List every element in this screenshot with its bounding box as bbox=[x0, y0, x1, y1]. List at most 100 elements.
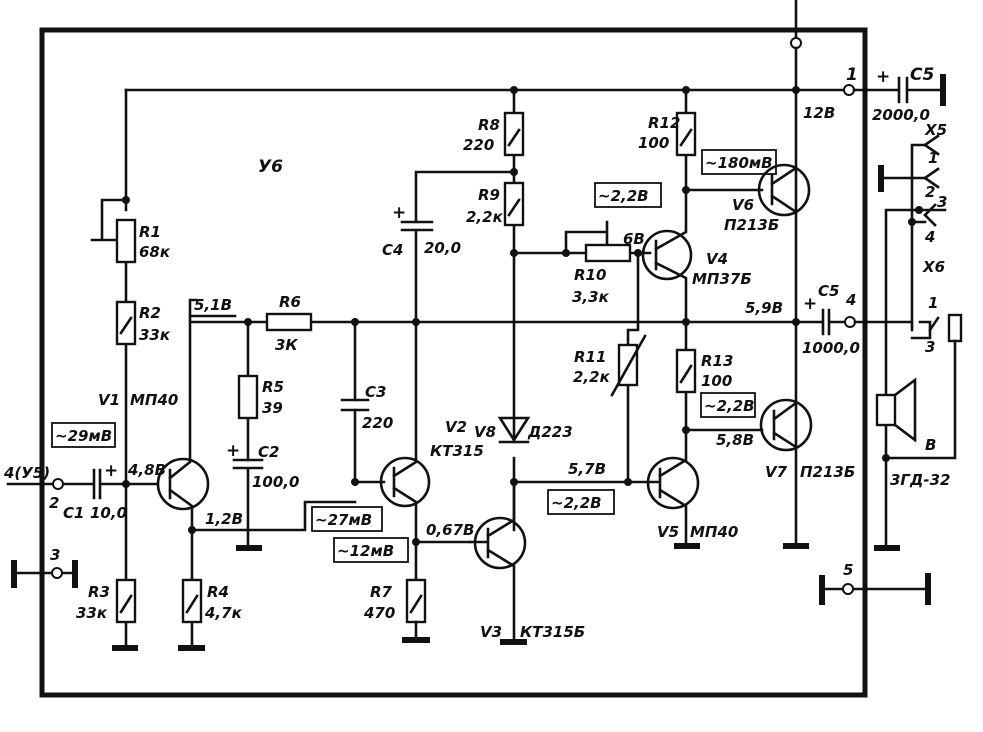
board-frame bbox=[39, 27, 868, 698]
resistor-r4[interactable] bbox=[181, 578, 203, 624]
c1-plates bbox=[92, 468, 102, 500]
diode-v8[interactable] bbox=[497, 416, 531, 444]
v2-base-signal: ~27мВ bbox=[315, 511, 372, 529]
v2-emitter-signal-box bbox=[333, 537, 409, 563]
r12-value: 100 bbox=[638, 134, 669, 152]
v1-signal: ~29мВ bbox=[55, 427, 112, 445]
c3-value: 220 bbox=[362, 414, 393, 432]
c4-value: 20,0 bbox=[424, 239, 461, 257]
c5-1000-plus: + bbox=[803, 294, 817, 314]
x5-label: Х5 bbox=[924, 121, 947, 139]
input-terminal[interactable] bbox=[52, 478, 64, 490]
supply-terminal[interactable] bbox=[790, 37, 802, 49]
r4-value: 4,7к bbox=[204, 604, 243, 622]
r7-ref: R7 bbox=[370, 583, 393, 601]
supply-voltage: 12В bbox=[803, 104, 835, 122]
x5-pin-2: 2 bbox=[925, 183, 935, 201]
r7-mark bbox=[409, 594, 423, 614]
c4-plus: + bbox=[392, 203, 406, 223]
r13-value: 100 bbox=[701, 372, 732, 390]
v8-ref: V8 bbox=[474, 423, 496, 441]
resistor-r2[interactable] bbox=[115, 300, 137, 346]
pin-1-terminal[interactable] bbox=[843, 84, 855, 96]
v5-signal: ~2,2В bbox=[551, 494, 602, 512]
speaker-cone bbox=[893, 377, 917, 443]
gnd-terminal[interactable] bbox=[51, 567, 63, 579]
r1-value: 68к bbox=[139, 243, 171, 261]
v2-leads bbox=[392, 320, 418, 582]
v1-type: МП40 bbox=[130, 391, 178, 409]
output-voltage: 5,9В bbox=[745, 299, 783, 317]
node bbox=[908, 218, 916, 226]
r6-value: 3К bbox=[275, 336, 298, 354]
r4-ref: R4 bbox=[207, 583, 229, 601]
node bbox=[682, 86, 690, 94]
v2-emitter-signal: ~12мВ bbox=[337, 542, 394, 560]
v3-type: КТ315Б bbox=[520, 623, 585, 641]
r9-mark bbox=[507, 198, 521, 217]
x6-plug[interactable] bbox=[947, 313, 963, 343]
resistor-r3[interactable] bbox=[115, 578, 137, 624]
r3-value: 33к bbox=[76, 604, 108, 622]
r9-ref: R9 bbox=[478, 186, 500, 204]
resistor-r7[interactable] bbox=[405, 578, 427, 624]
c4-ref: C4 bbox=[382, 241, 403, 259]
r1-ref: R1 bbox=[139, 223, 161, 241]
transistor-v1[interactable] bbox=[156, 457, 210, 511]
r5-value: 39 bbox=[262, 399, 283, 417]
wire bbox=[884, 339, 957, 460]
x5-pin-1: 1 bbox=[928, 149, 938, 167]
c5-2000-value: 2000,0 bbox=[872, 106, 930, 124]
r8-ref: R8 bbox=[478, 116, 500, 134]
speaker[interactable] bbox=[875, 393, 897, 427]
c1-plus: + bbox=[104, 461, 118, 481]
r2-value: 33к bbox=[139, 326, 171, 344]
transistor-v6[interactable] bbox=[757, 163, 811, 217]
pin-5-terminal[interactable] bbox=[842, 583, 854, 595]
v2-base-signal-box bbox=[311, 506, 383, 532]
v4-signal: ~2,2В bbox=[598, 187, 649, 205]
v8-type: Д223 bbox=[527, 423, 573, 441]
block-label: У6 bbox=[258, 157, 283, 177]
pin-5-label: 5 bbox=[843, 561, 853, 579]
c2-plus: + bbox=[226, 441, 240, 461]
x6-pin-1: 1 bbox=[928, 294, 938, 312]
resistor-r9[interactable] bbox=[503, 181, 525, 227]
node bbox=[351, 478, 359, 486]
transistor-v7[interactable] bbox=[759, 398, 813, 452]
v7-ref: V7 bbox=[765, 463, 788, 481]
v6-leads bbox=[770, 166, 798, 214]
c2-ref: C2 bbox=[258, 443, 279, 461]
r2-node-voltage: 5,1В bbox=[194, 296, 232, 314]
r8-mark bbox=[507, 128, 521, 147]
input-label: 4(У5) bbox=[3, 464, 50, 482]
v7-type: П213Б bbox=[800, 463, 855, 481]
resistor-r5[interactable] bbox=[237, 374, 259, 420]
resistor-r10[interactable] bbox=[584, 243, 632, 263]
c5-2000-ref: C5 bbox=[910, 65, 934, 85]
v7-signal-box bbox=[700, 392, 756, 418]
resistor-r13[interactable] bbox=[675, 348, 697, 394]
transistor-v2[interactable] bbox=[379, 456, 431, 508]
r1-wiper bbox=[90, 198, 128, 242]
resistor-r1[interactable] bbox=[115, 218, 137, 264]
v1-ref: V1 bbox=[98, 391, 120, 409]
output-pin: 4 bbox=[845, 291, 856, 309]
r3-ref: R3 bbox=[88, 583, 110, 601]
wire bbox=[626, 251, 640, 484]
transistor-v4[interactable] bbox=[641, 229, 693, 281]
resistor-r6[interactable] bbox=[265, 312, 313, 332]
x5-pin-3: 3 bbox=[937, 193, 947, 211]
c3-ref: C3 bbox=[365, 383, 386, 401]
r10-wiper bbox=[564, 220, 609, 255]
resistor-r8[interactable] bbox=[503, 111, 525, 157]
speaker-type: 3ГД-32 bbox=[890, 471, 950, 489]
output-terminal[interactable] bbox=[844, 316, 856, 328]
v1-leads bbox=[168, 298, 198, 532]
c5-1000-value: 1000,0 bbox=[802, 339, 860, 357]
ground-bar bbox=[11, 560, 78, 588]
c5-plus: + bbox=[876, 67, 890, 87]
v7-signal: ~2,2В bbox=[704, 397, 755, 415]
x6-pin-3: 3 bbox=[925, 338, 935, 356]
